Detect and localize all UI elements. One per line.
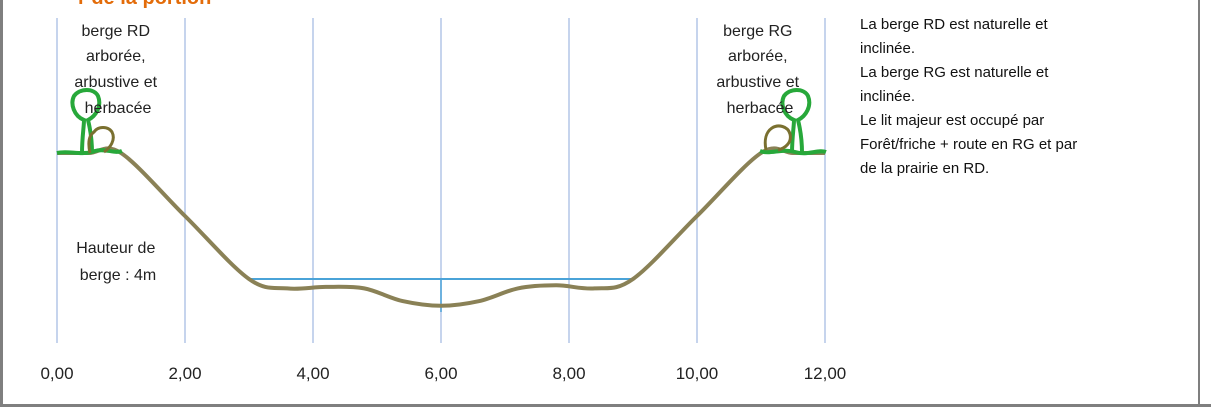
bank-height-label: Hauteur de berge : 4m [76,240,160,284]
description-line: La berge RD est naturelle et [860,16,1048,33]
x-axis-tick-labels: 0,00 2,00 4,00 6,00 8,00 10,00 12,00 [40,364,846,383]
x-tick-label: 0,00 [40,364,73,383]
cross-section-chart: berge RD arborée, arbustive et herbacée … [40,18,846,383]
description-line: de la prairie en RD. [860,160,990,177]
x-tick-label: 10,00 [676,364,719,383]
bank-description: La berge RD est naturelle et inclinée. L… [860,13,1190,181]
x-tick-label: 8,00 [552,364,585,383]
bank-rd-label: berge RD arborée, arbustive et herbacée [74,23,161,117]
page-divider [1198,0,1200,407]
tree-icon-right-bank [56,88,123,156]
x-tick-label: 6,00 [424,364,457,383]
vertical-gridlines [56,18,826,343]
description-line: La berge RG est naturelle et [860,64,1049,81]
x-tick-label: 12,00 [804,364,847,383]
x-tick-label: 2,00 [168,364,201,383]
x-tick-label: 4,00 [296,364,329,383]
description-line: inclinée. [860,88,916,105]
description-line: Forêt/friche + route en RG et par [860,136,1078,153]
description-line: Le lit majeur est occupé par [860,112,1045,129]
profile-line [57,146,825,308]
riverbed-profile [57,146,825,308]
description-line: inclinée. [860,40,916,57]
bank-rg-label: berge RG arborée, arbustive et herbacée [716,23,803,117]
tree-icon-left-bank [759,88,827,156]
section-heading-fragment: r de la portion [78,0,298,8]
